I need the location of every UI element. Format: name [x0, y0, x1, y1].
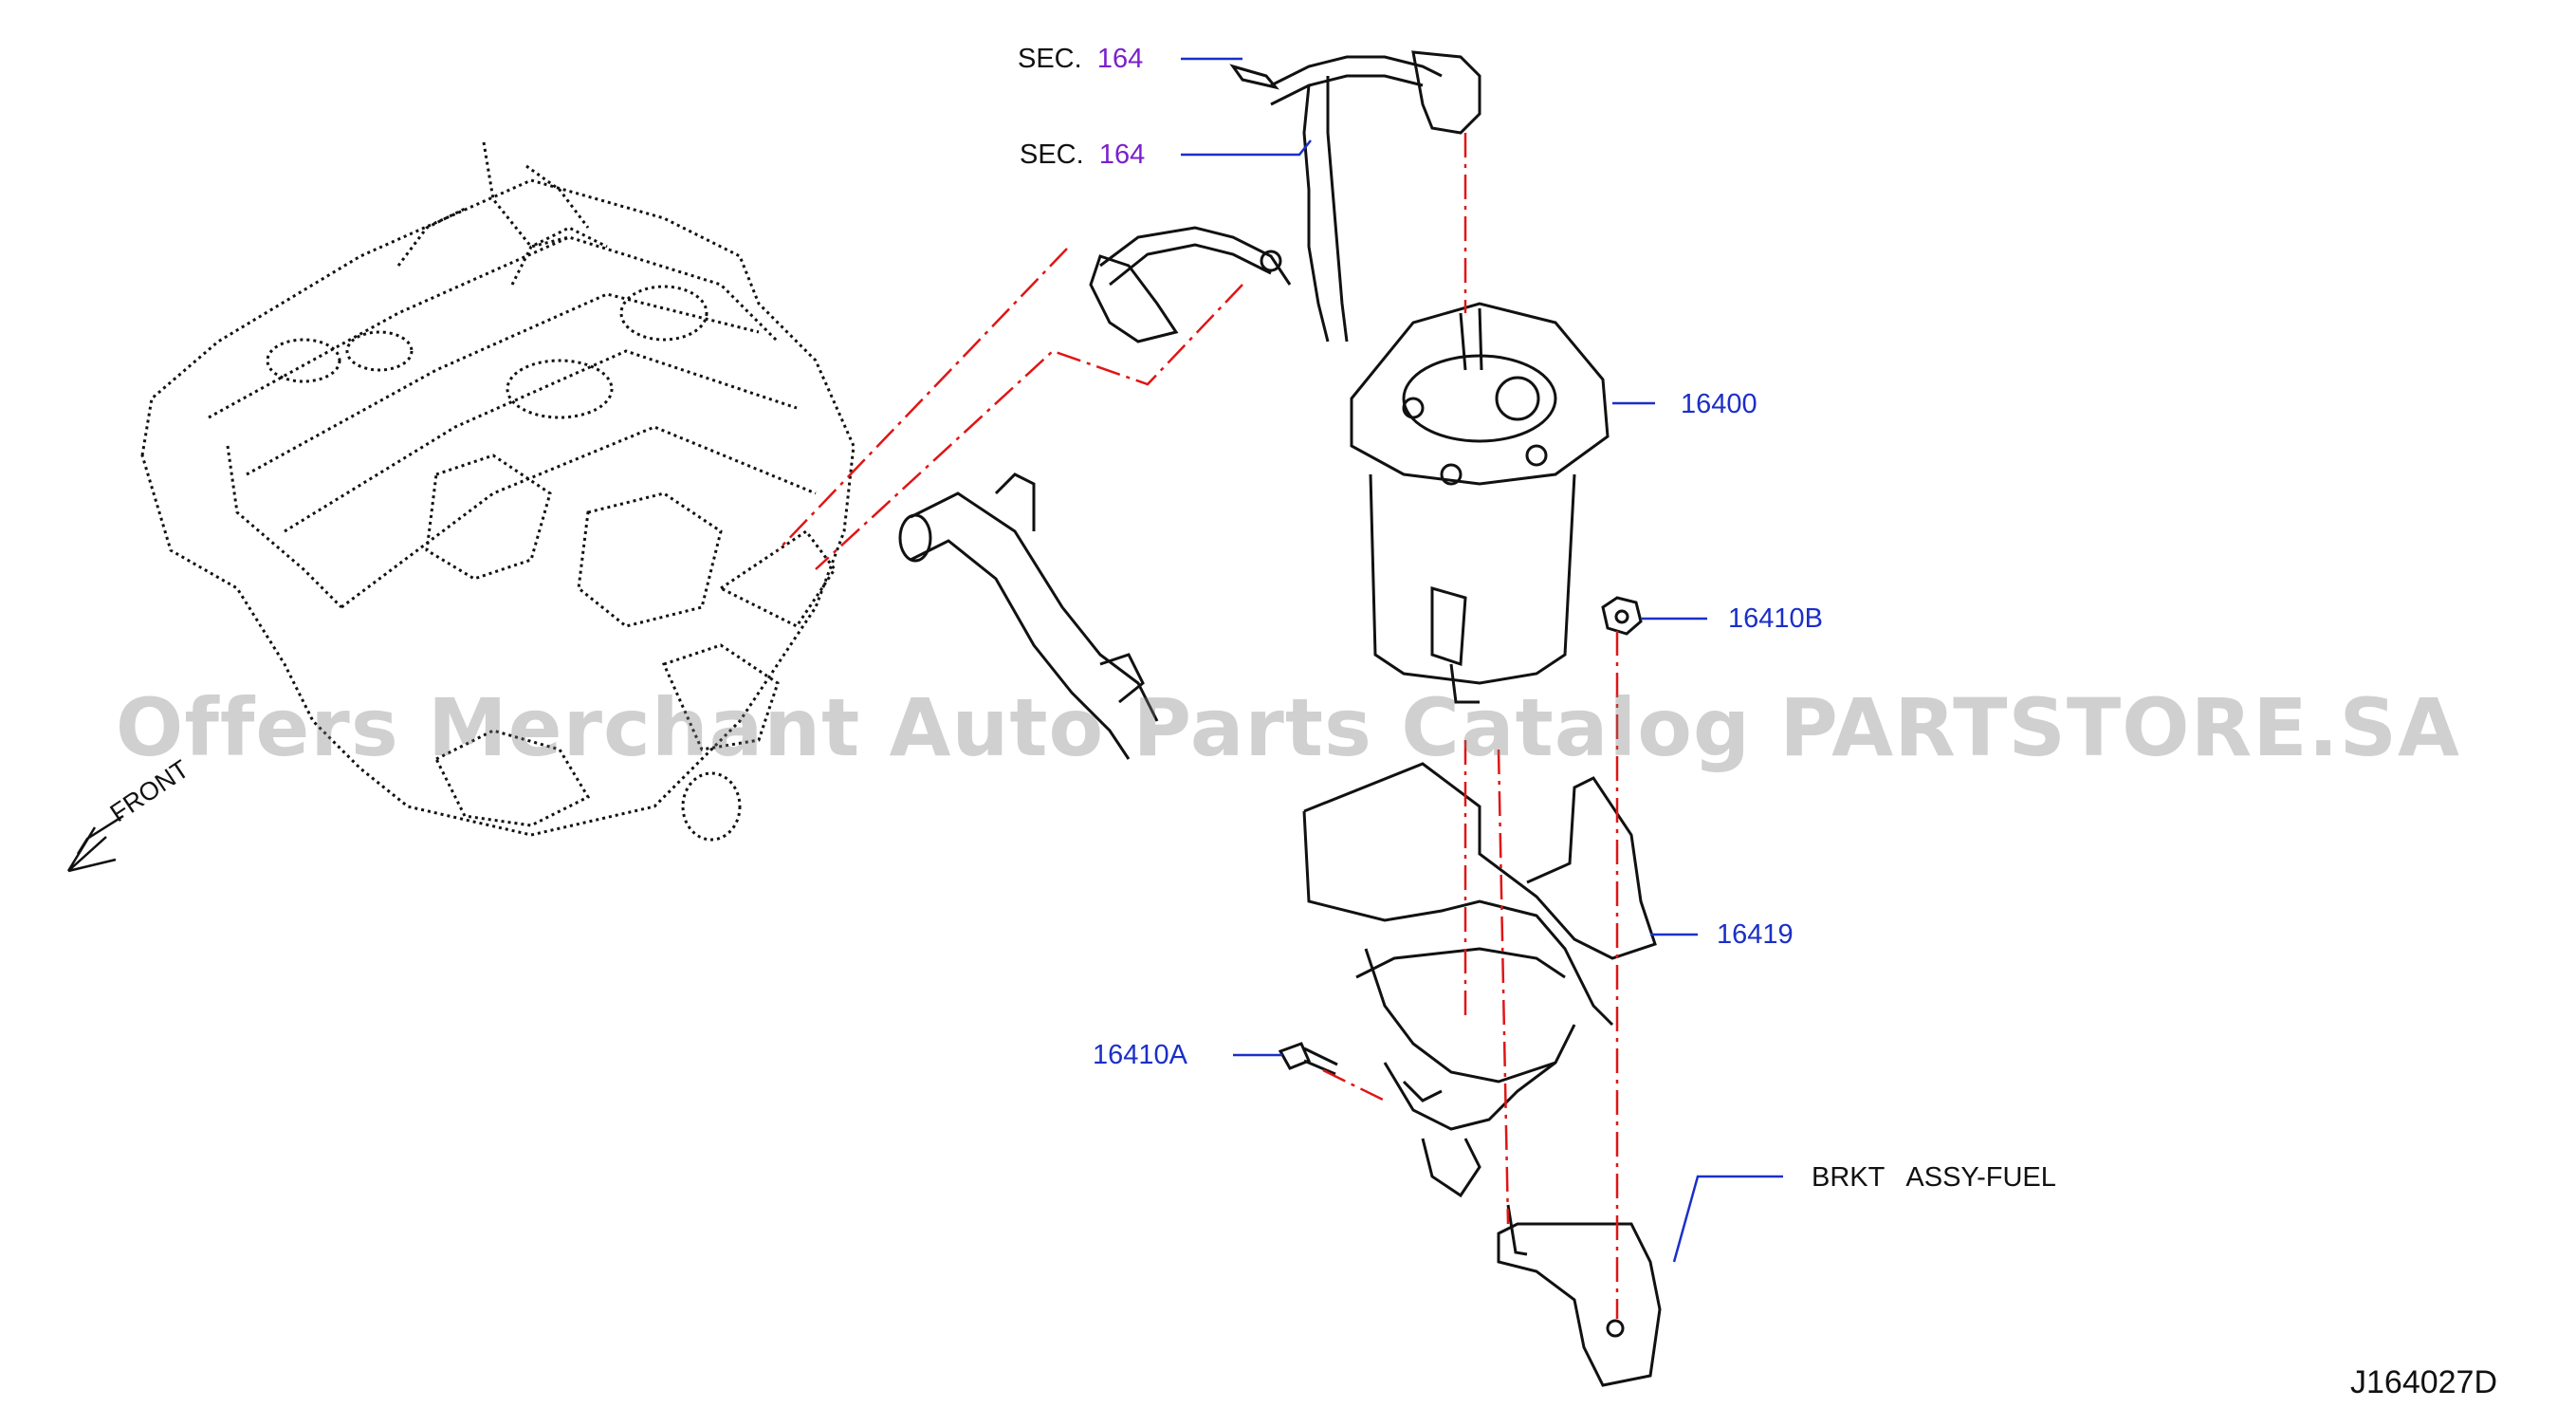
part-label-16410B[interactable]: 16410B — [1728, 603, 1823, 634]
fuel-filter — [1350, 302, 1610, 704]
leader-lines — [1181, 57, 1783, 1263]
coolant-pipe — [898, 472, 1159, 760]
fuel-hose — [1089, 50, 1481, 343]
bracket-16419 — [1302, 762, 1657, 1198]
section-link-lower[interactable]: 164 — [1098, 139, 1146, 170]
part-label-16410A[interactable]: 16410A — [1093, 1040, 1187, 1070]
section-word: SEC. — [1018, 44, 1082, 74]
front-arrow — [66, 814, 124, 873]
watermark: Offers Merchant Auto Parts Catalog PARTS… — [115, 681, 2461, 774]
engine-phantom — [140, 141, 856, 842]
bolt-16410A — [1278, 1042, 1338, 1076]
section-ref-upper: SEC. 164 — [1018, 44, 1143, 74]
part-label-bracket-assy: BRKT ASSY-FUEL — [1812, 1162, 2056, 1193]
section-link-upper[interactable]: 164 — [1096, 44, 1144, 74]
bracket-assy-fuel — [1497, 1204, 1662, 1387]
section-word: SEC. — [1020, 139, 1084, 170]
part-label-16419[interactable]: 16419 — [1717, 919, 1794, 950]
section-ref-lower: SEC. 164 — [1020, 139, 1145, 170]
part-label-16400[interactable]: 16400 — [1681, 389, 1757, 419]
nut-16410B — [1601, 596, 1643, 636]
assembly-centerlines — [777, 133, 1619, 1319]
diagram-code: J164027D — [2350, 1364, 2498, 1400]
